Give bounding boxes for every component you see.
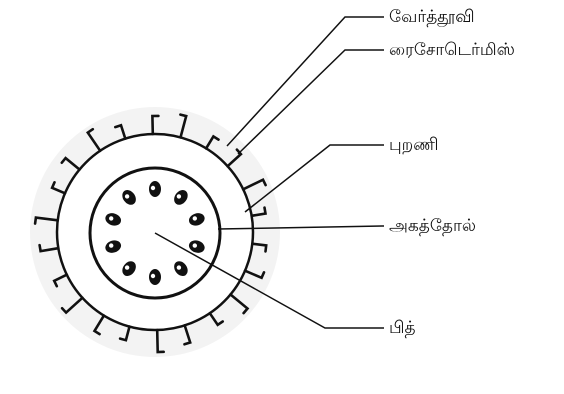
leader-rhizodermis — [238, 50, 384, 154]
vascular-bundle — [149, 269, 161, 285]
label-rhizodermis: ரைசோடெர்மிஸ் — [389, 40, 515, 60]
label-root-hair: வேர்த்தூவி — [389, 7, 475, 27]
label-endodermis: அகத்தோல் — [389, 216, 476, 236]
leader-root-hair — [227, 17, 384, 146]
label-pith: பித் — [389, 318, 416, 338]
vascular-bundle — [149, 181, 161, 197]
label-cortex: புறணி — [389, 135, 439, 155]
